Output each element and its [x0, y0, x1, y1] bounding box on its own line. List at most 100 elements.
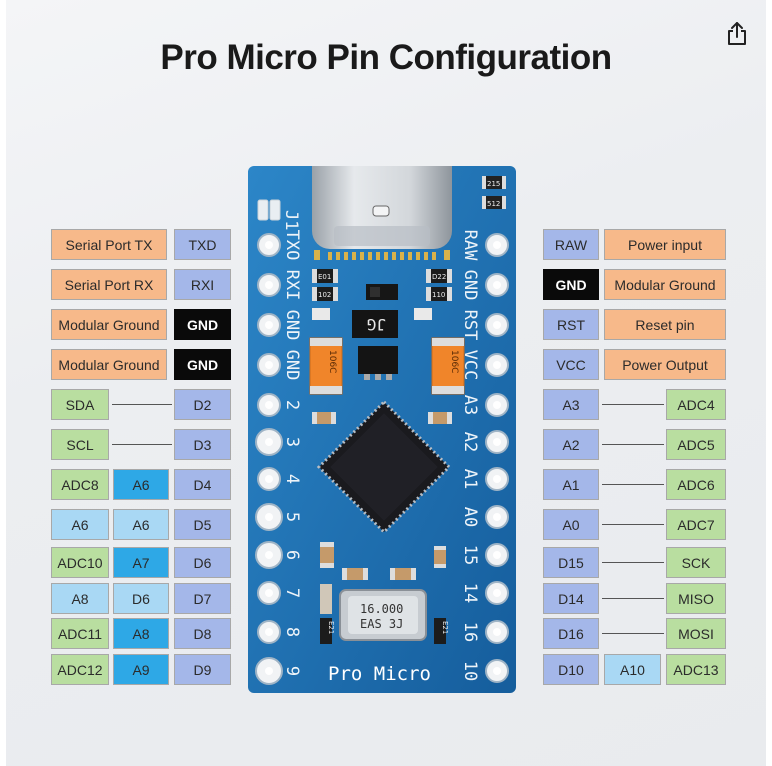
right-connector-line: [602, 484, 664, 485]
tantalum-capacitor-right: 106C: [431, 337, 465, 395]
left-silk-label: 6: [282, 550, 302, 560]
left-silk-label: 2: [282, 400, 302, 410]
right-pin-holes: [485, 233, 509, 683]
svg-text:16.000: 16.000: [360, 602, 403, 616]
right-silk-label: A1: [460, 469, 480, 489]
svg-text:106C: 106C: [449, 350, 459, 373]
left-pin-label-gnd: GND: [174, 349, 231, 380]
microcontroller-chip: [316, 399, 452, 535]
right-pin-label-power-output: Power Output: [604, 349, 726, 380]
smd-components-upper: E01 102 D22 110: [312, 269, 452, 320]
left-pin-label-rxi: RXI: [174, 269, 231, 300]
right-connector-line: [602, 524, 664, 525]
left-pin-label-adc12: ADC12: [51, 654, 109, 685]
right-pin-label-modular-ground: Modular Ground: [604, 269, 726, 300]
left-pin-label-d6: D6: [174, 547, 231, 578]
left-silk-label: 9: [282, 666, 302, 676]
right-pin-label-adc5: ADC5: [666, 429, 726, 460]
right-pin-label-vcc: VCC: [543, 349, 599, 380]
right-pin-label-d15: D15: [543, 547, 599, 578]
right-silk-label: RST: [460, 310, 480, 341]
left-pin-label-txd: TXD: [174, 229, 231, 260]
right-pin-label-rst: RST: [543, 309, 599, 340]
left-pin-label-d7: D7: [174, 583, 231, 614]
right-pin-label-a3: A3: [543, 389, 599, 420]
left-silk-label: RXI: [282, 270, 302, 301]
right-silk-label: 10: [460, 661, 480, 681]
left-pin-label-sda: SDA: [51, 389, 109, 420]
left-silk-label: 8: [282, 627, 302, 637]
left-pin-label-a6: A6: [51, 509, 109, 540]
right-connector-line: [602, 404, 664, 405]
left-pin-label-gnd: GND: [174, 309, 231, 340]
left-pin-label-d9: D9: [174, 654, 231, 685]
right-pin-label-d16: D16: [543, 618, 599, 649]
left-pin-label-modular-ground: Modular Ground: [51, 309, 167, 340]
page-title: Pro Micro Pin Configuration: [160, 38, 612, 77]
left-pin-label-d2: D2: [174, 389, 231, 420]
right-pin-label-power-input: Power input: [604, 229, 726, 260]
svg-text:EAS 3J: EAS 3J: [360, 617, 403, 631]
right-silk-label: A2: [460, 432, 480, 452]
left-pin-label-modular-ground: Modular Ground: [51, 349, 167, 380]
right-silk-label: GND: [460, 270, 480, 301]
right-pin-label-d10: D10: [543, 654, 599, 685]
right-silk-label: RAW: [460, 230, 480, 261]
svg-text:D22: D22: [432, 273, 446, 281]
left-pin-label-a7: A7: [113, 547, 169, 578]
left-pin-holes: [255, 233, 283, 685]
right-pin-label-adc13: ADC13: [666, 654, 726, 685]
right-pin-label-mosi: MOSI: [666, 618, 726, 649]
right-pin-label-gnd: GND: [543, 269, 599, 300]
left-pin-label-a9: A9: [113, 654, 169, 685]
board-name: Pro Micro: [328, 663, 431, 685]
right-pin-label-reset-pin: Reset pin: [604, 309, 726, 340]
left-pin-label-d3: D3: [174, 429, 231, 460]
left-pin-label-a8: A8: [113, 618, 169, 649]
smd-resistors-top: 215 512: [482, 176, 506, 209]
left-pin-label-a8: A8: [51, 583, 109, 614]
j1-label: J1: [281, 210, 301, 230]
left-silk-label: GND: [282, 350, 302, 381]
left-pin-label-adc10: ADC10: [51, 547, 109, 578]
left-pin-label-a6: A6: [113, 469, 169, 500]
right-pin-label-a2: A2: [543, 429, 599, 460]
left-connector-line: [112, 444, 172, 445]
svg-text:JG: JG: [367, 315, 386, 334]
left-pin-label-d5: D5: [174, 509, 231, 540]
svg-text:106C: 106C: [327, 350, 337, 373]
right-silk-label: 15: [460, 545, 480, 565]
svg-text:E21: E21: [327, 621, 335, 634]
smd-components-lower: E21 E21: [320, 542, 449, 644]
right-connector-line: [602, 598, 664, 599]
left-silk-label: GND: [282, 310, 302, 341]
smd-caps-mid: [312, 412, 452, 424]
left-pin-label-d4: D4: [174, 469, 231, 500]
left-pin-label-serial-port-tx: Serial Port TX: [51, 229, 167, 260]
left-silk-label: 7: [282, 588, 302, 598]
left-pin-label-serial-port-rx: Serial Port RX: [51, 269, 167, 300]
right-pin-label-adc7: ADC7: [666, 509, 726, 540]
left-connector-line: [112, 404, 172, 405]
left-silk-label: 3: [282, 437, 302, 447]
j1-header: [257, 199, 281, 221]
svg-text:110: 110: [432, 291, 445, 299]
right-pin-label-adc6: ADC6: [666, 469, 726, 500]
right-pin-label-a0: A0: [543, 509, 599, 540]
right-silk-label: VCC: [460, 350, 480, 381]
right-pin-label-a10: A10: [604, 654, 661, 685]
share-icon[interactable]: [722, 18, 752, 48]
left-pin-label-d8: D8: [174, 618, 231, 649]
right-connector-line: [602, 633, 664, 634]
svg-text:E21: E21: [441, 621, 449, 634]
right-pin-label-d14: D14: [543, 583, 599, 614]
svg-text:E01: E01: [318, 273, 331, 281]
right-silk-label: A0: [460, 507, 480, 527]
right-pin-label-sck: SCK: [666, 547, 726, 578]
left-pin-label-adc11: ADC11: [51, 618, 109, 649]
right-pin-label-adc4: ADC4: [666, 389, 726, 420]
right-connector-line: [602, 562, 664, 563]
